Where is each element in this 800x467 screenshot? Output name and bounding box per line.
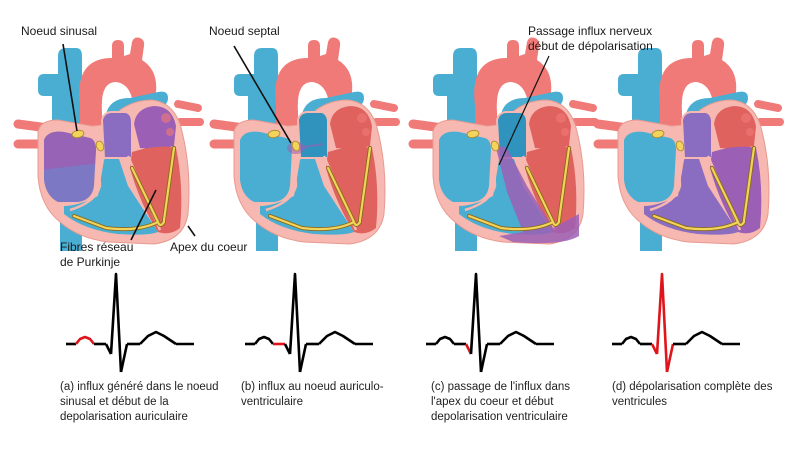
- ecg-segment-t: [318, 330, 356, 346]
- left-atrium: [330, 106, 372, 149]
- purkinje-fibres: [268, 146, 372, 231]
- aorta: [659, 37, 738, 146]
- ecg-segment-s-highlighted: [665, 343, 675, 373]
- label-fibres-purkinje-line1: Fibres réseau: [60, 240, 134, 254]
- right-ventricle: [644, 154, 738, 235]
- pulmonary-veins-right: [370, 100, 400, 126]
- ecg-segment-r: [288, 272, 302, 373]
- septum-apex-depolarised: [495, 144, 579, 244]
- pulmonary-vein-opening: [741, 113, 751, 123]
- ecg-segment-r-highlighted: [655, 272, 669, 373]
- pulmonary-veins-right: [569, 100, 599, 126]
- ecg-segment-t: [685, 330, 723, 346]
- ecg-trace-b: [245, 272, 373, 373]
- ecg-trace-c: [426, 272, 554, 373]
- ecg-segment-s: [298, 343, 308, 373]
- heart-diagram-d: [593, 37, 784, 251]
- left-ventricle: [525, 146, 577, 234]
- pulmonary-vein-opening: [362, 128, 370, 136]
- right-atrium-depolarised: [44, 131, 96, 170]
- ecg-segment-s: [119, 343, 129, 373]
- pulmonary-vein-opening: [746, 128, 754, 136]
- left-atrium: [134, 106, 176, 149]
- label-passage-influx-line2: début de dépolarisation: [528, 39, 653, 53]
- pulmonary-veins-right: [754, 100, 784, 126]
- label-noeud-sinusal: Noeud sinusal: [21, 24, 98, 38]
- right-ventricle: [260, 154, 354, 235]
- right-atrium: [240, 131, 292, 202]
- heart-diagram-a: [13, 37, 204, 251]
- right-outflow: [680, 111, 713, 159]
- ecg-segment-t: [499, 330, 537, 346]
- pulmonary-veins-right: [174, 100, 204, 126]
- ecg-segment-p: [434, 335, 456, 345]
- heart-diagram-b: [209, 37, 400, 251]
- label-passage-influx-line1: Passage influx nerveux: [528, 24, 653, 38]
- caption-d: (d) dépolarisation complète des ventricu…: [612, 381, 773, 408]
- left-atrium: [714, 106, 756, 149]
- ecg-segment-r: [469, 272, 483, 373]
- ecg-segment-p: [620, 335, 642, 345]
- purkinje-fibres: [467, 146, 571, 231]
- right-atrium: [439, 131, 491, 202]
- right-outflow: [100, 111, 133, 159]
- aorta: [79, 37, 158, 146]
- right-atrium: [624, 131, 676, 202]
- caption-b: (b) influx au noeud auriculo- ventricula…: [241, 381, 384, 408]
- pulmonary-vein-opening: [161, 113, 171, 123]
- label-noeud-septal: Noeud septal: [209, 24, 280, 38]
- septal-node: [675, 140, 685, 152]
- pulmonary-vein-opening: [556, 113, 566, 123]
- aorta: [275, 37, 354, 146]
- ecg-segment-p: [253, 335, 275, 345]
- pulmonary-vein-opening: [166, 128, 174, 136]
- ecg-trace-a: [66, 272, 194, 373]
- ecg-segment-t: [139, 330, 177, 346]
- left-ventricle: [326, 146, 378, 234]
- sinus-node: [651, 129, 665, 139]
- caption-a: (a) influx généré dans le noeud sinusal …: [60, 381, 219, 423]
- left-atrium: [529, 106, 571, 149]
- septal-node: [291, 140, 301, 152]
- sinus-node: [466, 129, 480, 139]
- ecg-segment-p-highlighted: [74, 335, 96, 345]
- septal-node: [490, 140, 500, 152]
- ecg-trace-d: [612, 272, 740, 373]
- pulmonary-vein-opening: [561, 128, 569, 136]
- left-ventricle: [710, 146, 762, 234]
- septal-node: [95, 140, 105, 152]
- ecg-segment-r: [109, 272, 123, 373]
- label-apex-coeur: Apex du coeur: [170, 240, 248, 254]
- pulmonary-vein-opening: [357, 113, 367, 123]
- label-fibres-purkinje-line2: de Purkinje: [60, 255, 121, 269]
- ecg-segment-s: [479, 343, 489, 373]
- av-conduction-path: [295, 143, 325, 149]
- purkinje-fibres: [652, 146, 756, 231]
- caption-c: (c) passage de l'influx dans l'apex du c…: [431, 381, 570, 423]
- heart-diagram-c: [408, 37, 599, 251]
